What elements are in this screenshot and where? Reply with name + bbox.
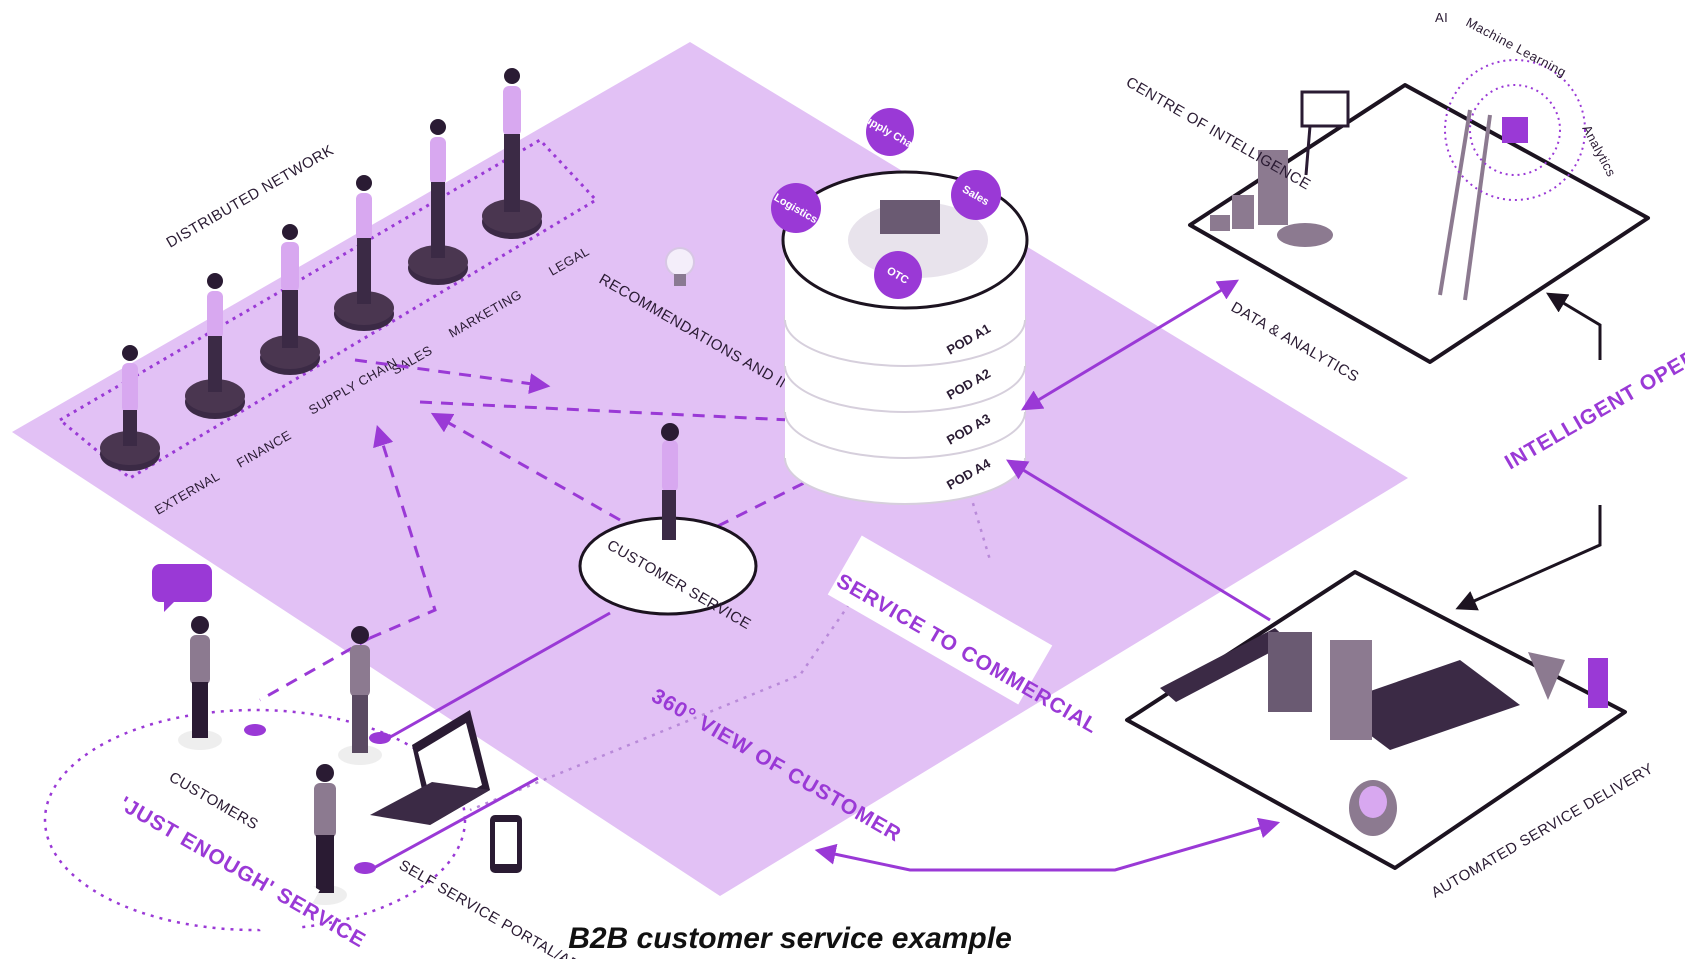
solid-flows	[369, 279, 1281, 872]
conveyor-belt	[1160, 628, 1608, 750]
customer-people	[178, 616, 382, 905]
just-enough-badge	[80, 770, 320, 946]
person-legal	[482, 68, 542, 239]
customer-person-3	[303, 764, 347, 905]
person-supply-chain	[260, 224, 320, 375]
pod-cylinder	[781, 170, 1029, 505]
laptop-icon	[370, 710, 490, 825]
centre-of-intelligence-label: CENTRE OF INTELLIGENCE	[1123, 74, 1314, 194]
customer-connection-dots	[244, 724, 391, 874]
distributed-network-title: DISTRIBUTED NETWORK	[164, 142, 337, 252]
network-people	[100, 68, 542, 471]
person-external	[100, 345, 160, 471]
customers-zone	[43, 708, 467, 932]
machine-learning-label: Machine Learning	[1464, 14, 1569, 80]
customer-service-node	[578, 423, 758, 616]
whiteboard-icon	[1300, 90, 1350, 176]
ops-loop-arrows	[1455, 292, 1602, 611]
person-marketing	[408, 119, 468, 285]
centre-of-intelligence-platform	[1188, 83, 1650, 364]
speech-bubble-icon	[152, 564, 212, 612]
isometric-platform	[12, 42, 1408, 896]
ai-label: AI	[1435, 10, 1448, 25]
bubble-sales: Sales	[951, 170, 1001, 220]
service-to-commercial-badge	[827, 535, 1053, 705]
person-finance	[185, 273, 245, 419]
robot-icon	[1349, 780, 1397, 836]
customer-person-1	[178, 616, 222, 750]
bubble-otc: OTC	[874, 251, 922, 299]
analytics-label: Analytics	[1579, 122, 1619, 179]
person-sales	[334, 175, 394, 331]
caption: B2B customer service example	[568, 922, 1012, 955]
neural-brain-icon	[1444, 59, 1586, 201]
bubble-supply-chain: Supply Chain	[856, 108, 923, 156]
pod-bubbles: Supply Chain Logistics Sales OTC	[771, 108, 1001, 299]
intelligent-ops-badge	[1473, 336, 1685, 520]
bubble-logistics: Logistics	[771, 183, 821, 233]
pod-center-block	[880, 200, 940, 234]
analytics-blocks	[1210, 150, 1333, 247]
smartphone-icon	[490, 815, 522, 873]
lightbulb-icon	[665, 247, 695, 286]
customer-person-2	[338, 626, 382, 765]
ladder-icon	[1438, 109, 1492, 301]
